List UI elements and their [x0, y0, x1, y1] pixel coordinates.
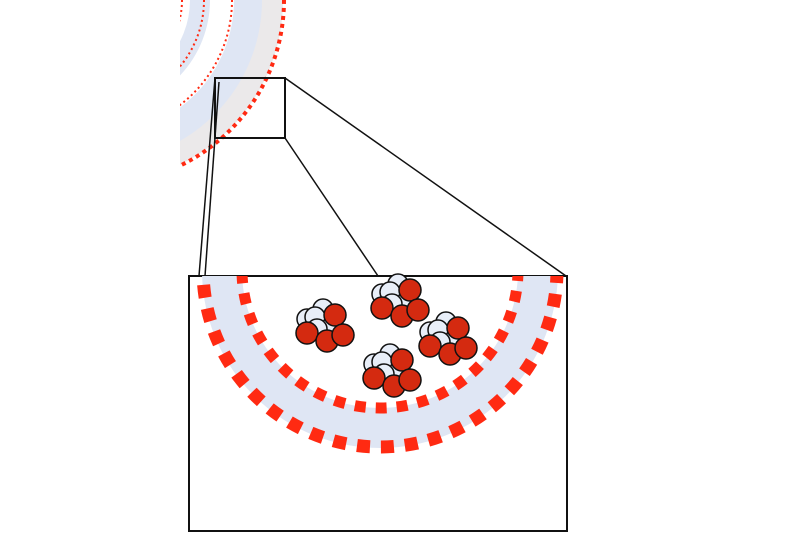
cluster-left: [295, 298, 355, 353]
oxygen-atom: [323, 303, 347, 327]
magnified-band: [202, 276, 558, 448]
oxygen-atom: [406, 298, 430, 322]
oxygen-atom: [390, 348, 414, 372]
oxygen-atom: [418, 334, 442, 358]
source-rings: [180, 0, 286, 168]
oxygen-atom: [446, 316, 470, 340]
connector-line: [284, 137, 379, 277]
oxygen-atom: [398, 278, 422, 302]
connector-line: [284, 77, 567, 277]
cluster-top: [370, 273, 430, 328]
connector-line: [204, 81, 220, 277]
cluster-bottom: [362, 343, 422, 398]
cluster-right: [418, 311, 478, 366]
connector-line: [198, 77, 216, 277]
magnified-rings: [196, 276, 564, 454]
oxygen-atom: [295, 321, 319, 345]
dotted-ring-core: [180, 0, 183, 23]
oxygen-atom: [454, 336, 478, 360]
dotted-ring-inner: [180, 0, 205, 68]
ring-band-core: [180, 0, 210, 76]
dashed-ring-inner: [236, 276, 524, 414]
inset-selection-box: [214, 77, 286, 139]
water-clusters: [295, 273, 478, 398]
oxygen-atom: [331, 323, 355, 347]
oxygen-atom: [370, 296, 394, 320]
oxygen-atom: [398, 368, 422, 392]
oxygen-atom: [362, 366, 386, 390]
